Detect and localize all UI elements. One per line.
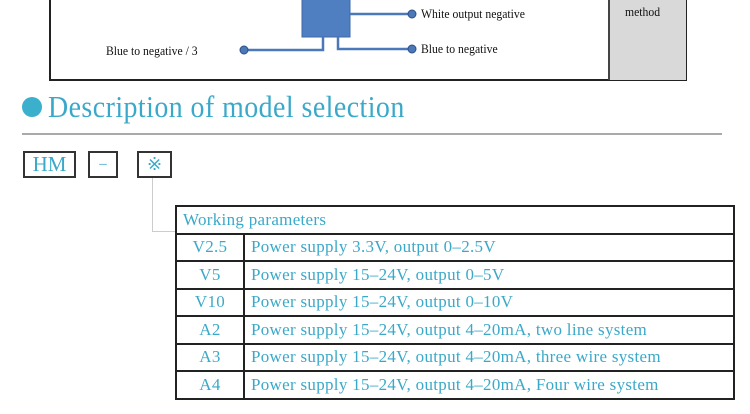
terminal-dot xyxy=(407,9,417,19)
diagram-frame xyxy=(49,0,687,81)
bullet-icon xyxy=(22,97,42,117)
terminal-dot xyxy=(407,44,417,54)
row-code: A2 xyxy=(175,315,245,345)
label-white-output-negative: White output negative xyxy=(421,6,525,21)
wire-blue-left xyxy=(244,37,325,52)
connector-line xyxy=(152,178,176,232)
wire-blue-right xyxy=(336,37,411,51)
section-title: Description of model selection xyxy=(48,89,405,124)
row-desc: Power supply 15–24V, output 4–20mA, thre… xyxy=(243,342,735,372)
method-label: method xyxy=(625,4,661,19)
row-code: V2.5 xyxy=(175,232,245,262)
row-desc: Power supply 3.3V, output 0–2.5V xyxy=(243,232,735,262)
row-code: V10 xyxy=(175,287,245,317)
row-desc: Power supply 15–24V, output 4–20mA, Four… xyxy=(243,370,735,400)
row-desc: Power supply 15–24V, output 0–5V xyxy=(243,260,735,290)
model-part-param: ※ xyxy=(137,151,172,178)
row-code: V5 xyxy=(175,260,245,290)
row-code: A3 xyxy=(175,342,245,372)
table-header-row: Working parameters xyxy=(175,205,735,235)
sensor-box xyxy=(301,0,351,38)
method-cell xyxy=(608,0,686,80)
model-part-hm: HM xyxy=(23,151,76,178)
label-blue-to-negative: Blue to negative xyxy=(421,41,498,56)
row-desc: Power supply 15–24V, output 4–20mA, two … xyxy=(243,315,735,345)
row-code: A4 xyxy=(175,370,245,400)
row-desc: Power supply 15–24V, output 0–10V xyxy=(243,287,735,317)
terminal-dot xyxy=(239,45,249,55)
table-header: Working parameters xyxy=(175,205,735,235)
wiring-diagram xyxy=(239,0,417,55)
label-blue-to-negative-3: Blue to negative / 3 xyxy=(106,43,198,58)
model-part-dash: – xyxy=(88,151,118,178)
divider xyxy=(22,133,722,135)
